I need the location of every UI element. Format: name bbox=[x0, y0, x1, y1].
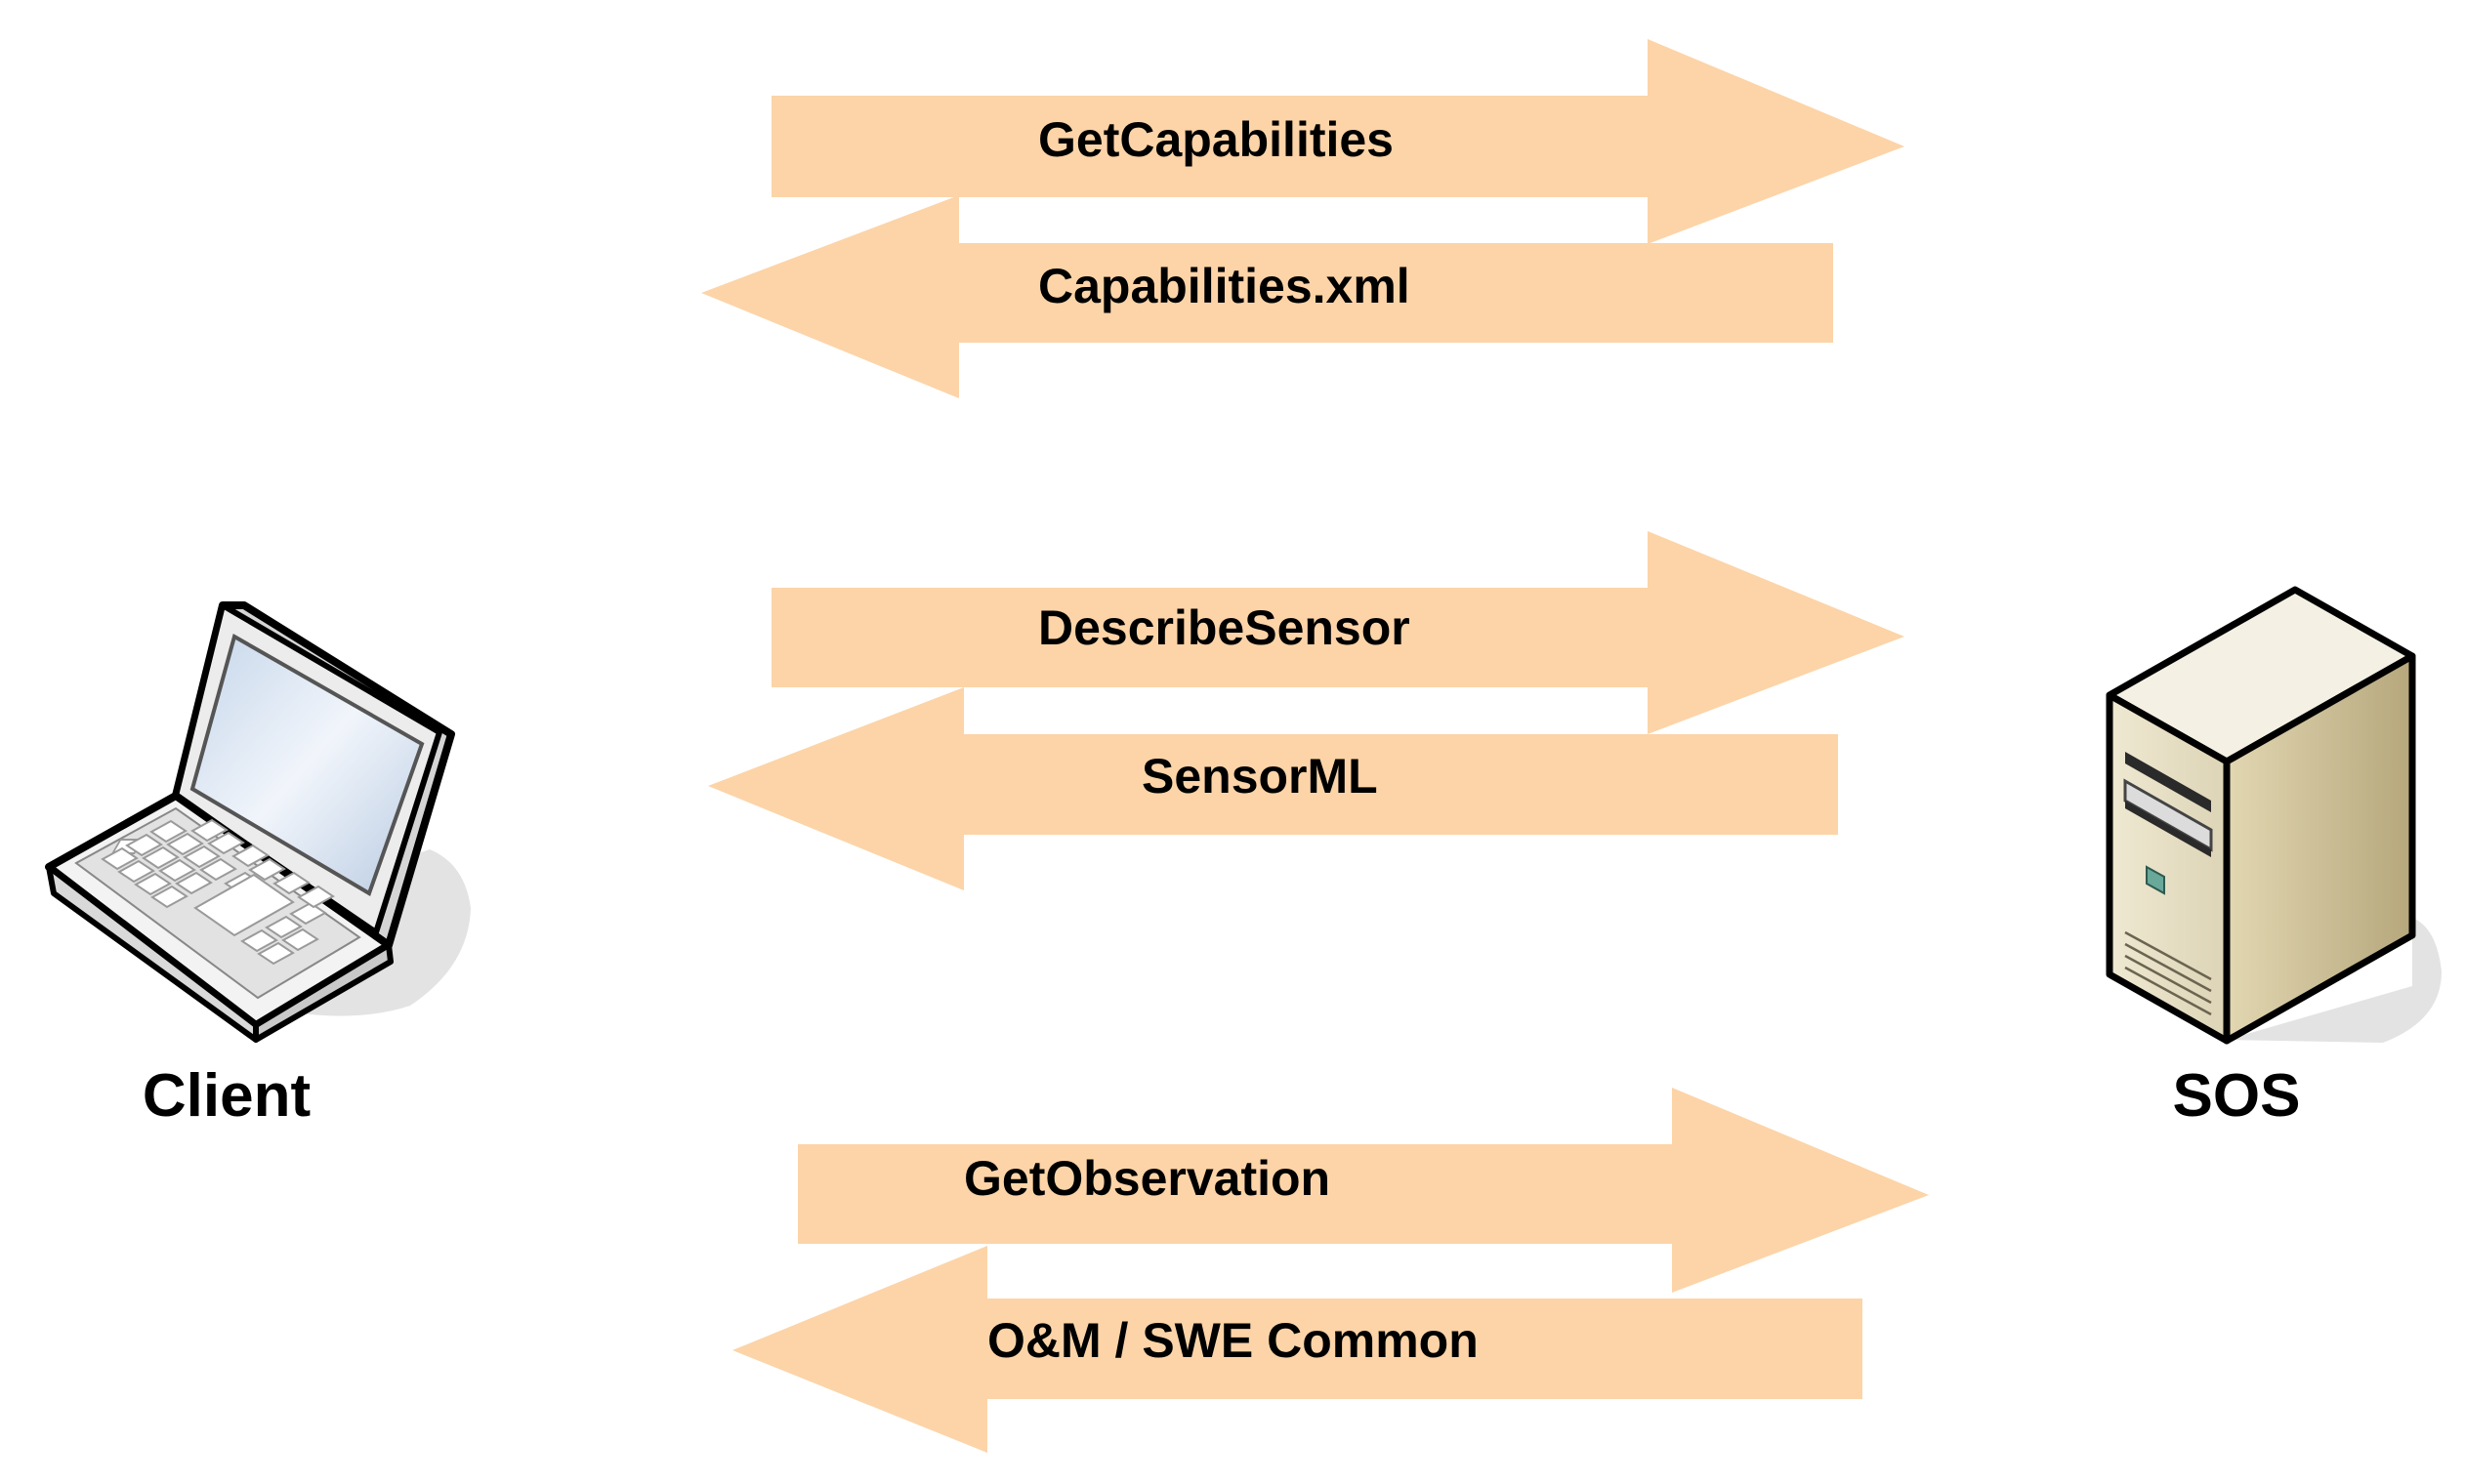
exchange-describesensor: DescribeSensor SensorML bbox=[708, 531, 1904, 890]
server-label: SOS bbox=[2173, 1062, 2301, 1130]
response-label: SensorML bbox=[1142, 749, 1378, 804]
response-arrow-left bbox=[708, 687, 1838, 890]
exchange-getcapabilities: GetCapabilities Capabilities.xml bbox=[701, 39, 1904, 398]
laptop-icon bbox=[45, 601, 471, 1043]
response-label: O&M / SWE Common bbox=[987, 1313, 1479, 1368]
exchange-getobservation: GetObservation O&M / SWE Common bbox=[732, 1088, 1929, 1453]
client-label: Client bbox=[143, 1062, 311, 1130]
request-arrow-right bbox=[798, 1088, 1929, 1293]
server-tower-icon bbox=[2106, 586, 2442, 1045]
request-label: DescribeSensor bbox=[1038, 600, 1410, 655]
response-label: Capabilities.xml bbox=[1038, 259, 1410, 313]
response-arrow-left bbox=[732, 1246, 1862, 1453]
request-label: GetObservation bbox=[964, 1151, 1330, 1206]
request-arrow-right bbox=[772, 531, 1904, 734]
request-arrow-right bbox=[772, 39, 1904, 244]
response-arrow-left bbox=[701, 195, 1833, 398]
keyboard bbox=[74, 806, 361, 1000]
request-label: GetCapabilities bbox=[1038, 112, 1394, 167]
